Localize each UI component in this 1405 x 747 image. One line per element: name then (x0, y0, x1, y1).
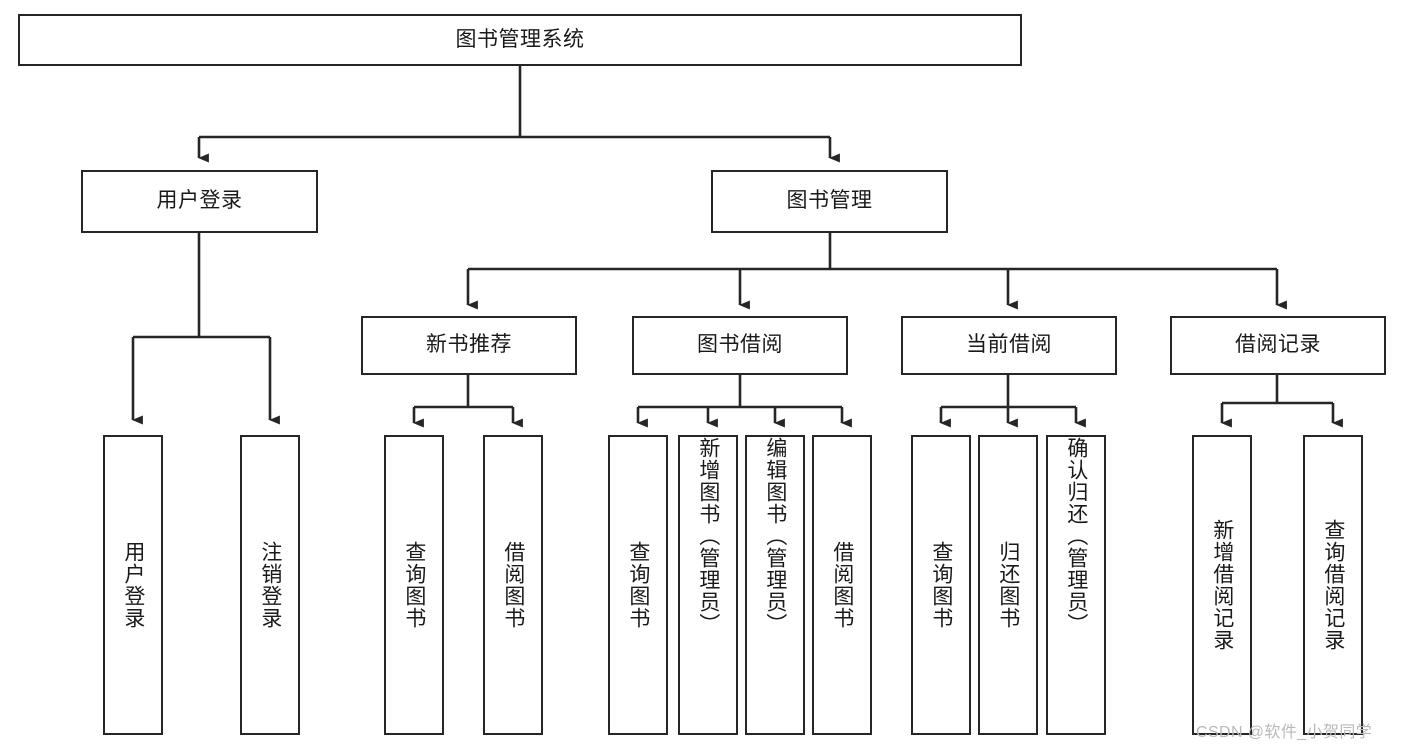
node-leaf-borrow-book-1-label: 借阅图书 (501, 541, 525, 629)
node-leaf-confirm-return[interactable]: 确认归还（管理员） (1046, 435, 1106, 735)
node-leaf-return-book[interactable]: 归还图书 (978, 435, 1038, 735)
node-leaf-edit-book[interactable]: 编辑图书（管理员） (745, 435, 805, 735)
node-new-book-rec[interactable]: 新书推荐 (361, 316, 577, 375)
node-leaf-user-login-label: 用户登录 (121, 541, 145, 629)
node-leaf-query-book-2-label: 查询图书 (626, 541, 650, 629)
node-leaf-logout-label: 注销登录 (258, 541, 282, 629)
node-leaf-borrow-book-1[interactable]: 借阅图书 (483, 435, 543, 735)
node-leaf-add-book-label: 新增图书（管理员） (696, 437, 720, 635)
node-root[interactable]: 图书管理系统 (18, 14, 1022, 66)
node-leaf-borrow-book-2[interactable]: 借阅图书 (812, 435, 872, 735)
node-borrow-record-label: 借阅记录 (1235, 333, 1321, 357)
node-user-login[interactable]: 用户登录 (81, 170, 318, 233)
node-book-borrow[interactable]: 图书借阅 (632, 316, 848, 375)
node-leaf-add-book[interactable]: 新增图书（管理员） (678, 435, 738, 735)
node-leaf-add-record-label: 新增借阅记录 (1210, 519, 1234, 651)
node-book-borrow-label: 图书借阅 (697, 333, 783, 357)
node-current-borrow-label: 当前借阅 (966, 333, 1052, 357)
node-book-manage-label: 图书管理 (786, 189, 873, 213)
node-leaf-query-record-label: 查询借阅记录 (1321, 519, 1345, 651)
node-current-borrow[interactable]: 当前借阅 (901, 316, 1117, 375)
node-leaf-query-book-2[interactable]: 查询图书 (608, 435, 668, 735)
node-leaf-borrow-book-2-label: 借阅图书 (830, 541, 854, 629)
node-new-book-rec-label: 新书推荐 (426, 333, 512, 357)
node-root-label: 图书管理系统 (455, 27, 585, 51)
node-leaf-add-record[interactable]: 新增借阅记录 (1192, 435, 1252, 735)
node-leaf-query-record[interactable]: 查询借阅记录 (1303, 435, 1363, 735)
node-leaf-query-book-1[interactable]: 查询图书 (384, 435, 444, 735)
node-leaf-query-book-3[interactable]: 查询图书 (911, 435, 971, 735)
node-leaf-logout[interactable]: 注销登录 (240, 435, 300, 735)
node-leaf-query-book-1-label: 查询图书 (402, 541, 426, 629)
node-leaf-confirm-return-label: 确认归还（管理员） (1064, 437, 1088, 635)
node-leaf-edit-book-label: 编辑图书（管理员） (763, 437, 787, 635)
node-book-manage[interactable]: 图书管理 (711, 170, 948, 233)
node-borrow-record[interactable]: 借阅记录 (1170, 316, 1386, 375)
node-user-login-label: 用户登录 (156, 189, 243, 213)
node-leaf-user-login[interactable]: 用户登录 (103, 435, 163, 735)
node-leaf-query-book-3-label: 查询图书 (929, 541, 953, 629)
node-leaf-return-book-label: 归还图书 (996, 541, 1020, 629)
